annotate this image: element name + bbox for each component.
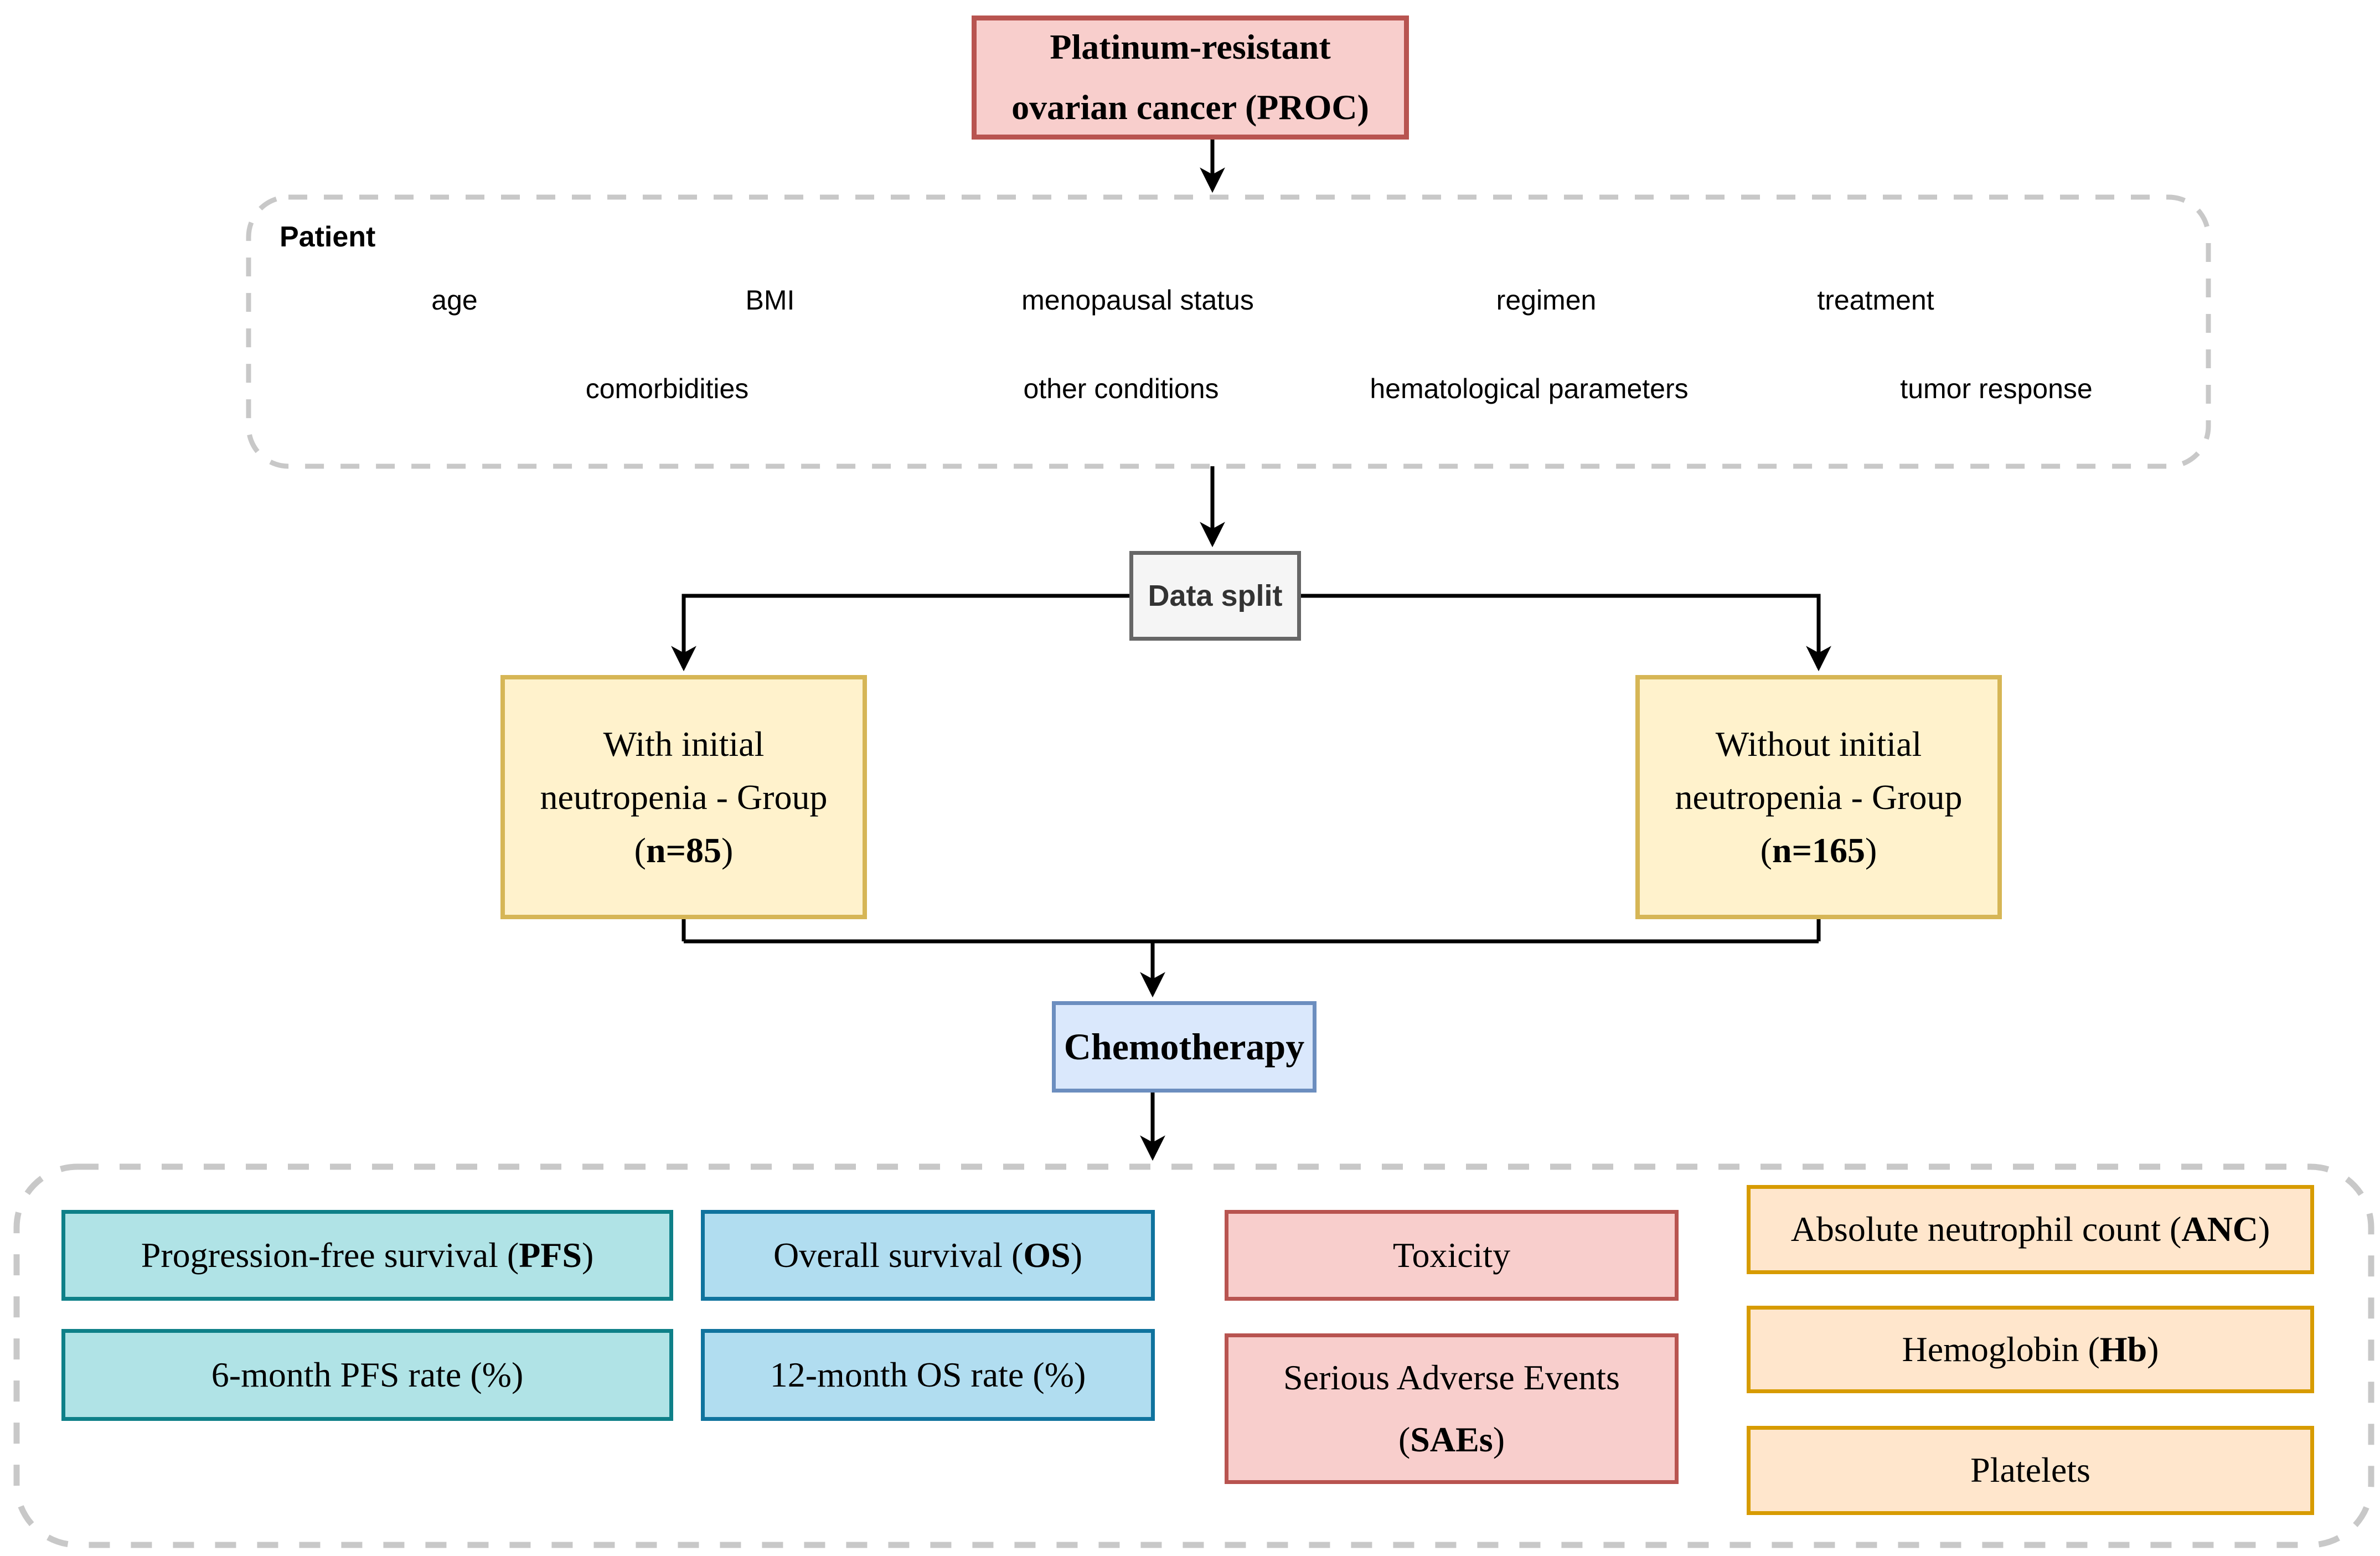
node-os-rate-label: 12-month OS rate (%) [770, 1354, 1086, 1394]
sae-paren-close: ) [1493, 1420, 1505, 1459]
node-group-without-neutropenia: Without initial neutropenia - Group (n=1… [1635, 675, 2002, 919]
node-sae: Serious Adverse Events (SAEs) [1225, 1333, 1679, 1484]
node-proc-line1: Platinum-resistant [1050, 27, 1331, 67]
anc-post: ) [2258, 1209, 2270, 1249]
patient-feature-menopausal-status: menopausal status [1021, 285, 1254, 316]
node-hemoglobin-label: Hemoglobin (Hb) [1902, 1324, 2159, 1375]
node-os: Overall survival (OS) [701, 1210, 1155, 1301]
node-data-split-label: Data split [1148, 579, 1283, 612]
group-with-paren-open: ( [634, 830, 646, 870]
patient-feature-tumor-response: tumor response [1900, 373, 2093, 404]
node-pfs-rate: 6-month PFS rate (%) [61, 1329, 673, 1421]
pfs-bold: PFS [519, 1235, 582, 1275]
sae-line2: (SAEs) [1398, 1409, 1505, 1471]
hb-pre: Hemoglobin ( [1902, 1329, 2100, 1369]
node-chemotherapy-label: Chemotherapy [1063, 1026, 1305, 1068]
os-bold: OS [1023, 1235, 1071, 1275]
node-toxicity-label: Toxicity [1392, 1235, 1511, 1275]
node-toxicity: Toxicity [1225, 1210, 1679, 1301]
group-with-paren-close: ) [721, 830, 734, 870]
patient-panel-title: Patient [280, 221, 376, 253]
group-with-line2: neutropenia - Group [540, 777, 828, 817]
node-chemotherapy: Chemotherapy [1052, 1001, 1317, 1093]
arrow-datasplit-to-group-with [671, 594, 1129, 672]
sae-line1: Serious Adverse Events [1283, 1358, 1620, 1397]
node-group-with-neutropenia: With initial neutropenia - Group (n=85) [500, 675, 867, 919]
anc-pre: Absolute neutrophil count ( [1790, 1209, 2182, 1249]
node-proc: Platinum-resistant ovarian cancer (PROC) [972, 16, 1409, 140]
arrow-datasplit-to-group-without [1301, 594, 1831, 672]
group-without-line2: neutropenia - Group [1675, 777, 1963, 817]
node-platelets-label: Platelets [1970, 1450, 2090, 1490]
group-with-line1: With initial [603, 724, 765, 764]
group-without-paren-open: ( [1760, 830, 1772, 870]
node-data-split: Data split [1129, 551, 1301, 641]
node-pfs-label: Progression-free survival (PFS) [141, 1230, 594, 1281]
node-os-label: Overall survival (OS) [773, 1230, 1082, 1281]
node-pfs-rate-label: 6-month PFS rate (%) [211, 1354, 524, 1394]
group-with-n: (n=85) [634, 824, 734, 877]
node-platelets: Platelets [1747, 1426, 2314, 1515]
sae-bold: SAEs [1410, 1420, 1493, 1459]
os-post: ) [1070, 1235, 1083, 1275]
patient-feature-hematological-parameters: hematological parameters [1370, 373, 1689, 404]
patient-feature-bmi: BMI [745, 285, 795, 316]
node-anc: Absolute neutrophil count (ANC) [1747, 1185, 2314, 1274]
pfs-post: ) [581, 1235, 594, 1275]
patient-feature-regimen: regimen [1496, 285, 1597, 316]
node-os-rate: 12-month OS rate (%) [701, 1329, 1155, 1421]
patient-feature-comorbidities: comorbidities [585, 373, 749, 404]
node-proc-line2: ovarian cancer (PROC) [1011, 87, 1369, 127]
os-pre: Overall survival ( [773, 1235, 1024, 1275]
hb-post: ) [2147, 1329, 2159, 1369]
pfs-pre: Progression-free survival ( [141, 1235, 519, 1275]
group-with-n-value: n=85 [646, 830, 722, 870]
anc-bold: ANC [2181, 1209, 2258, 1249]
patient-feature-other-conditions: other conditions [1023, 373, 1219, 404]
node-hemoglobin: Hemoglobin (Hb) [1747, 1306, 2314, 1393]
group-without-paren-close: ) [1865, 830, 1877, 870]
patient-panel-border [246, 194, 2211, 469]
group-without-n: (n=165) [1761, 824, 1877, 877]
node-anc-label: Absolute neutrophil count (ANC) [1791, 1204, 2270, 1255]
outcomes-panel-border [13, 1163, 2374, 1548]
patient-feature-age: age [431, 285, 478, 316]
group-without-n-value: n=165 [1772, 830, 1866, 870]
group-without-line1: Without initial [1715, 724, 1922, 764]
hb-bold: Hb [2099, 1329, 2147, 1369]
node-pfs: Progression-free survival (PFS) [61, 1210, 673, 1301]
sae-paren-open: ( [1398, 1420, 1411, 1459]
patient-feature-treatment: treatment [1817, 285, 1934, 316]
